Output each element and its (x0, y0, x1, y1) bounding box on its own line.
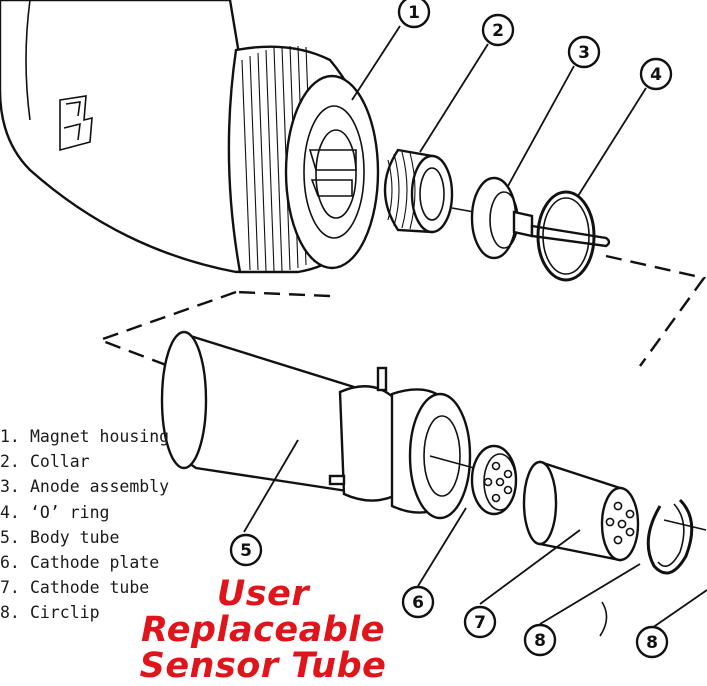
callout-group: 1 2 3 4 5 6 7 8 8 (229, 0, 673, 659)
legend-label: Body tube (30, 527, 120, 547)
callout-3: 3 (567, 35, 601, 69)
callout-number: 7 (474, 613, 486, 633)
callout-9: 8 (635, 625, 669, 659)
callout-number: 3 (578, 43, 590, 63)
callout-number: 4 (650, 65, 662, 85)
legend-item: 1. Magnet housing (0, 424, 169, 449)
cathode-tube (522, 460, 640, 562)
callout-number: 5 (240, 541, 252, 561)
legend-number: 1. (0, 427, 20, 446)
magnet-housing (0, 0, 380, 274)
legend-item: 6. Cathode plate (0, 550, 169, 575)
o-ring (536, 190, 596, 282)
callout-2: 2 (481, 13, 515, 47)
callout-circle (229, 533, 263, 567)
legend-label: Magnet housing (30, 427, 170, 446)
legend-number: 5. (0, 527, 20, 547)
legend-number: 7. (0, 578, 20, 598)
legend-item: 5. Body tube (0, 525, 169, 550)
legend-item: 8. Circlip (0, 600, 169, 625)
leader-lines (243, 25, 707, 629)
circlip (599, 498, 707, 637)
legend-label: Circlip (30, 603, 100, 623)
callout-circle (401, 585, 435, 619)
legend-item: 7. Cathode tube (0, 575, 169, 600)
callout-number: 8 (646, 633, 658, 653)
legend-number: 6. (0, 552, 20, 572)
legend-label: Cathode plate (30, 552, 160, 572)
legend-number: 8. (0, 603, 20, 623)
callout-circle (523, 623, 557, 657)
legend-number: 4. (0, 502, 20, 522)
callout-circle (463, 605, 497, 639)
legend-item: 4. ‘O’ ring (0, 500, 169, 525)
callout-5: 5 (229, 533, 263, 567)
legend-item: 3. Anode assembly (0, 474, 169, 499)
callout-1: 1 (397, 0, 431, 29)
callout-number: 1 (408, 3, 420, 23)
legend-number: 3. (0, 477, 20, 497)
legend-label: ‘O’ ring (30, 502, 110, 522)
legend-label: Collar (30, 452, 90, 472)
legend-label: Anode assembly (30, 477, 170, 497)
callout-circle (635, 625, 669, 659)
callout-circle (639, 57, 673, 91)
headline-line-2: Replaceable (140, 610, 385, 650)
headline-line-1: User (216, 574, 310, 614)
callout-circle (567, 35, 601, 69)
dashed-assembly-lines (96, 254, 707, 376)
headline: User Replaceable Sensor Tube (118, 576, 408, 684)
callout-6: 6 (401, 585, 435, 619)
body-tube (160, 330, 475, 520)
callout-7: 7 (463, 605, 497, 639)
legend-number: 2. (0, 452, 20, 472)
legend-item: 2. Collar (0, 449, 169, 474)
callout-circle (397, 0, 431, 29)
callout-number: 6 (412, 593, 424, 613)
callout-number: 2 (492, 21, 504, 41)
legend-label: Cathode tube (30, 578, 150, 598)
callout-8: 8 (523, 623, 557, 657)
callout-circle (481, 13, 515, 47)
collar (383, 148, 454, 234)
anode-assembly (451, 176, 611, 260)
headline-line-3: Sensor Tube (139, 646, 387, 686)
cathode-plate (470, 444, 518, 516)
parts-legend: 1. Magnet housing 2. Collar 3. Anode assembly… (0, 424, 169, 626)
callout-number: 8 (534, 631, 546, 651)
callout-4: 4 (639, 57, 673, 91)
